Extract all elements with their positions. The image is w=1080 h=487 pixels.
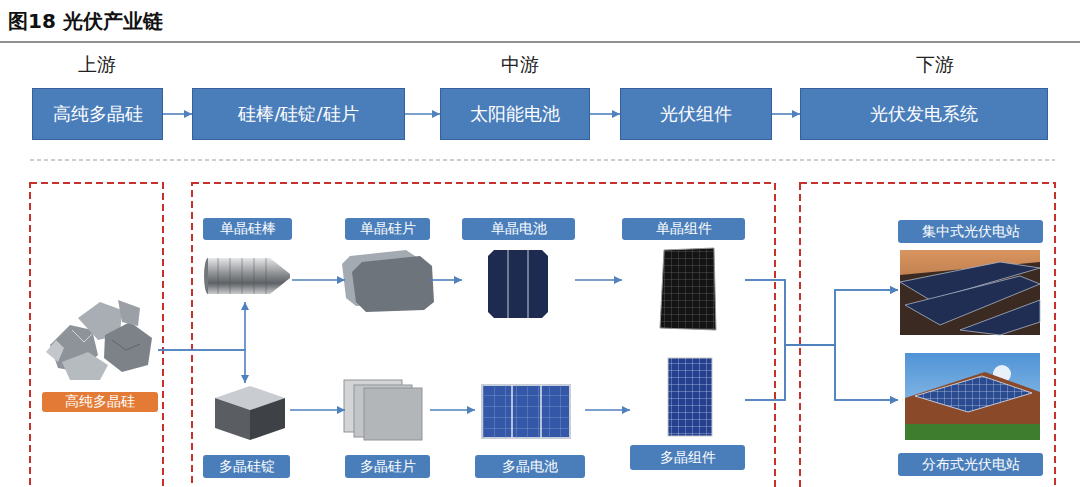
stage-name: 光伏发电系统 (870, 102, 978, 126)
flow-arrow (772, 113, 800, 115)
product-name: 分布式光伏电站 (922, 456, 1020, 474)
flow-arrow (430, 279, 462, 281)
flow-arrow (745, 345, 898, 400)
flow-arrow (292, 279, 345, 281)
name-tag: 单晶硅棒 (203, 218, 292, 240)
stage-name: 硅棒/硅锭/硅片 (238, 102, 358, 126)
flow-arrow (585, 409, 630, 411)
product-item: 单晶组件 (622, 218, 745, 332)
stage-box: 光伏组件 (620, 88, 772, 140)
product-item: 单晶电池 (462, 218, 575, 318)
figure-title: 图18 光伏产业链 (8, 8, 163, 35)
product-name: 单晶硅片 (360, 220, 416, 238)
product-name: 多晶硅片 (360, 458, 416, 476)
flow-arrow (430, 409, 475, 411)
name-tag: 单晶电池 (462, 218, 575, 240)
name-tag: 多晶组件 (630, 445, 745, 470)
product-name: 单晶硅棒 (220, 220, 276, 238)
product-item: 单晶硅棒 (203, 218, 292, 302)
name-tag: 多晶硅片 (345, 455, 430, 478)
product-name: 高纯多晶硅 (65, 393, 135, 411)
product-item: 多晶硅片 (345, 380, 430, 478)
name-tag: 高纯多晶硅 (42, 392, 158, 412)
stage-heading: 中游 (460, 52, 580, 78)
stage-name: 太阳能电池 (470, 102, 560, 126)
stage-heading: 上游 (37, 52, 157, 78)
flow-arrow (745, 280, 898, 400)
product-name: 集中式光伏电站 (922, 223, 1020, 241)
stage-box: 光伏发电系统 (800, 88, 1048, 140)
product-name: 单晶组件 (656, 220, 712, 238)
product-item: 多晶组件 (630, 355, 745, 470)
product-name: 多晶硅锭 (219, 458, 275, 476)
product-item: 多晶硅锭 (203, 383, 290, 478)
flow-arrow (405, 113, 440, 115)
flow-arrow (575, 279, 622, 281)
product-item: 高纯多晶硅 (42, 300, 158, 412)
product-item: 单晶硅片 (345, 218, 430, 312)
product-item: 分布式光伏电站 (898, 351, 1043, 476)
product-item: 集中式光伏电站 (898, 220, 1043, 337)
name-tag: 集中式光伏电站 (898, 220, 1043, 243)
name-tag: 分布式光伏电站 (898, 453, 1043, 476)
stage-box: 太阳能电池 (440, 88, 590, 140)
flow-arrow (163, 113, 192, 115)
flow-arrow (590, 113, 620, 115)
name-tag: 单晶硅片 (345, 218, 430, 240)
name-tag: 多晶硅锭 (203, 455, 290, 478)
name-tag: 多晶电池 (475, 455, 585, 478)
stage-name: 光伏组件 (660, 102, 732, 126)
product-name: 多晶组件 (660, 449, 716, 467)
stage-box: 高纯多晶硅 (32, 88, 163, 140)
flow-arrow (158, 350, 245, 383)
stage-heading: 下游 (875, 52, 995, 78)
product-name: 单晶电池 (491, 220, 547, 238)
flow-arrow (290, 409, 345, 411)
name-tag: 单晶组件 (622, 218, 745, 240)
stage-box: 硅棒/硅锭/硅片 (192, 88, 405, 140)
stage-name: 高纯多晶硅 (53, 102, 143, 126)
flow-arrow (745, 290, 898, 400)
product-name: 多晶电池 (502, 458, 558, 476)
flow-arrow (158, 302, 245, 350)
product-item: 多晶电池 (475, 383, 585, 478)
